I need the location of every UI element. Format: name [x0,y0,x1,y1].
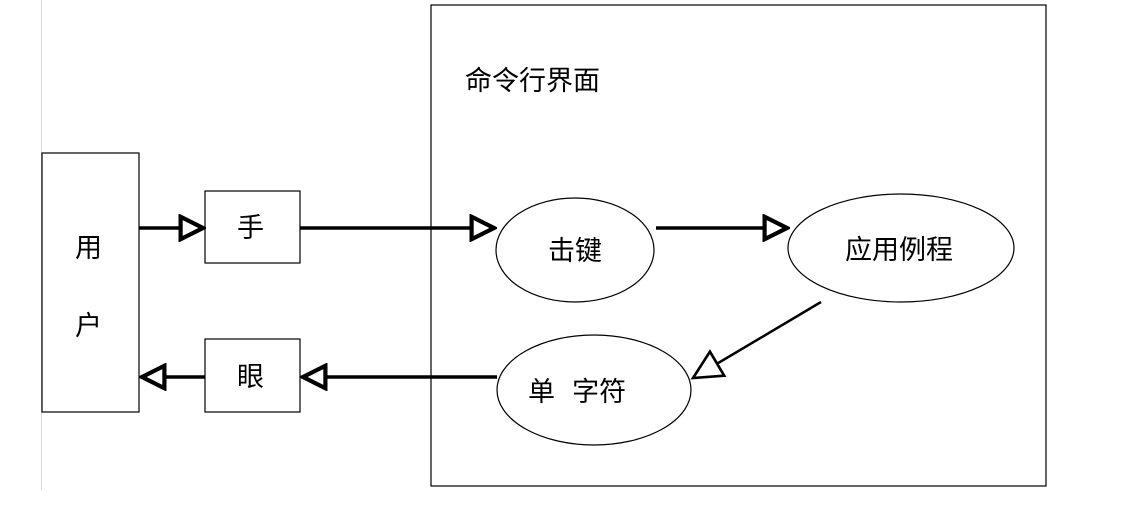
routine-label: 应用例程 [845,235,953,266]
string-label: 单 字符 [528,377,626,408]
hand-label: 手 [237,213,264,244]
user-label-1: 用 [75,233,102,264]
keypress-label: 击键 [548,236,602,267]
routine-ellipse [787,193,1015,303]
cli-container-label: 命令行界面 [465,66,600,97]
cli-container [430,4,1047,487]
user-box [41,152,140,413]
string-ellipse [496,334,692,446]
arrow-routine-to-string [690,300,822,380]
eye-box [204,338,301,413]
user-label-2: 户 [75,311,102,342]
eye-label: 眼 [237,362,264,393]
keypress-ellipse [495,197,655,303]
